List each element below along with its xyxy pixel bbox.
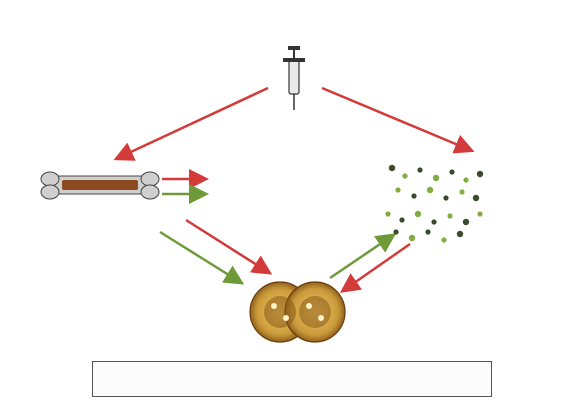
blood-cell [411,193,417,199]
arrow-syringe-to-cells [321,86,475,154]
blood-cell [472,194,480,202]
blood-cell [414,210,422,218]
blood-cell [395,187,401,193]
blood-cell [388,164,396,172]
arrow-cells-to-recipient-red [339,242,411,293]
blood-cell [432,174,440,182]
legend [92,361,492,397]
recipient-organism-icon [249,281,346,343]
blood-cell [399,217,405,223]
blood-cell [459,189,465,195]
blood-cell [426,186,434,194]
blood-cell [408,234,416,242]
arrow-bone-to-recipient-green [159,230,245,285]
blood-cell [431,219,437,225]
blood-cell [402,173,408,179]
blood-cell [417,167,423,173]
blood-cell [456,230,464,238]
arrow-syringe-to-bone [113,86,269,161]
blood-cell [449,169,455,175]
blood-cell [441,237,447,243]
blood-cell [447,213,453,219]
bone-icon [40,171,160,200]
arrow-c-to-recipient-red [185,218,273,275]
blood-cell [463,177,469,183]
arrow-recipient-to-cells-green [329,233,397,280]
blood-cells-icon [385,164,484,243]
syringe-icon [283,46,305,110]
blood-cell [476,170,484,178]
blood-cell [462,218,470,226]
blood-cell [443,195,449,201]
blood-cell [425,229,431,235]
blood-cell [385,211,391,217]
blood-cell [477,211,483,217]
blood-cell [393,229,399,235]
